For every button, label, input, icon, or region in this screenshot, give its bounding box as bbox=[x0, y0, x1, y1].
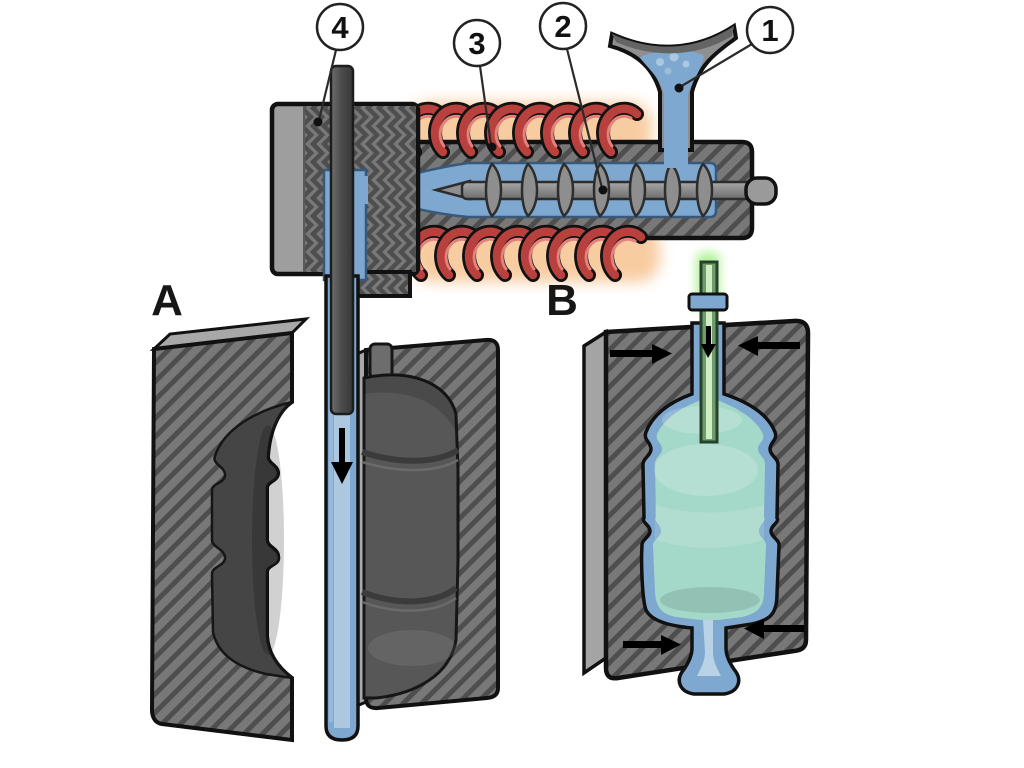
callout-2-screw: 2 bbox=[538, 1, 608, 195]
callout-number: 2 bbox=[554, 9, 571, 44]
stage-b-label: B bbox=[546, 276, 578, 325]
blow-pin-collar bbox=[687, 292, 729, 312]
hopper-throat-melt bbox=[664, 146, 688, 168]
parison-hollow-core bbox=[334, 414, 350, 728]
parison-flow-arrow bbox=[331, 428, 353, 484]
callout-leader-dot bbox=[487, 142, 497, 152]
callout-circle bbox=[538, 1, 588, 51]
callout-leader-dot bbox=[598, 185, 608, 195]
callout-1-hopper: 1 bbox=[674, 5, 795, 93]
bottle-tail-pinch bbox=[697, 620, 721, 676]
hopper-rim bbox=[612, 26, 734, 54]
mold-close-arrow-bottom-right bbox=[744, 619, 804, 639]
callout-number: 4 bbox=[331, 10, 349, 45]
callout-leader-dot bbox=[313, 117, 323, 127]
mold-close-arrow-top-right bbox=[738, 336, 800, 356]
callout-number: 1 bbox=[761, 13, 778, 48]
mold-close-arrow-bottom-left bbox=[623, 635, 681, 655]
mold-a-left-cavity bbox=[210, 400, 293, 680]
mold-close-arrows bbox=[610, 336, 804, 655]
callout-circle bbox=[315, 2, 365, 52]
bottle-interior-air bbox=[652, 330, 767, 620]
stage-a-open-mold bbox=[149, 317, 500, 743]
hopper-plastic-pellets bbox=[640, 50, 704, 146]
screw-drive-shaft bbox=[744, 176, 778, 206]
callout-circle bbox=[452, 18, 502, 68]
die-mandrel-rod bbox=[329, 64, 355, 416]
mold-b-side-face bbox=[582, 328, 608, 677]
cavity-groove-line bbox=[361, 447, 460, 464]
extruder-screw bbox=[431, 162, 778, 218]
air-injection-arrow bbox=[701, 326, 716, 358]
callout-leader-dot bbox=[674, 83, 684, 93]
callout-4-die-head: 4 bbox=[313, 2, 365, 127]
stage-b-closed-mold bbox=[582, 252, 811, 696]
mold-close-arrow-top-left bbox=[610, 344, 672, 364]
parison-assembly bbox=[324, 64, 360, 742]
screw-shaft bbox=[460, 180, 764, 201]
heating-coils-bottom bbox=[413, 232, 641, 275]
cavity-groove-line bbox=[360, 585, 458, 605]
mold-a-neck-core bbox=[368, 342, 394, 380]
hopper bbox=[607, 22, 739, 168]
stage-a-label: A bbox=[151, 276, 183, 325]
callout-3-barrel: 3 bbox=[452, 18, 502, 152]
heating-coils-top bbox=[407, 109, 637, 152]
callout-number: 3 bbox=[468, 26, 485, 61]
callout-circle bbox=[745, 5, 795, 55]
